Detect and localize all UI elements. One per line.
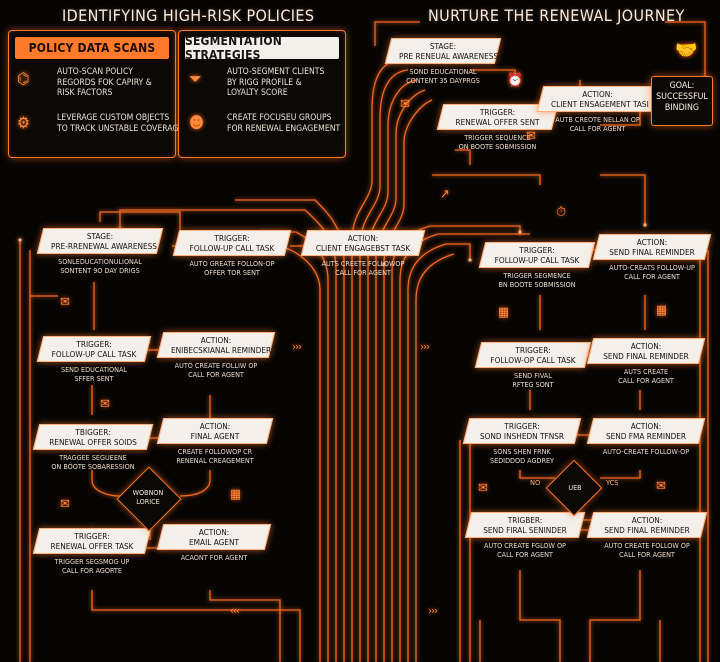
node-head: ACTION: SEND FINAL REMINDER: [609, 237, 695, 257]
mail-icon-2: ✉: [100, 397, 110, 412]
node-head: ACTION: EMAIL AGENT: [189, 527, 239, 547]
node-left-trigger[interactable]: TRIGGER: FOLLOW-UP CALL TASK AUTO GREATE…: [172, 230, 292, 277]
node-head: TRIGGER: FOLLOW-UP CALL TASK: [51, 339, 137, 359]
node-left-trigger-4[interactable]: TRIGGER: RENEWAL OFFER TASK TRIGGER SEGS…: [32, 528, 152, 575]
node-head: ACTION: SEND FINAL REMINDER: [604, 515, 690, 535]
calendar-icon-3: ▦: [230, 487, 242, 502]
policy-data-scans-header: POLICY DATA SCANS: [15, 37, 169, 59]
calendar-icon-2: ▦: [656, 303, 668, 318]
node-right-trigger-4[interactable]: TRIGBER: SEND FIRAL SENINDER AUTO CREATE…: [464, 512, 586, 559]
node-body: AUTS CREETE FOLLOWOP CALL FOR AGENT: [321, 259, 405, 277]
node-top-stage[interactable]: STAGE: PRE RENEUAL AWARENESS SOND EDUCAT…: [384, 38, 502, 85]
node-body: SEND FIVAL RFTEG SONT: [512, 371, 554, 389]
node-body: TRIGGER SEGMENCE BN BOOTE SOBMISSION: [498, 271, 576, 289]
node-head: ACTION: SEND FMA REMINDER: [605, 421, 687, 441]
node-right-trigger-3[interactable]: TRIGGER: SOND INSHEDN TFNSR SONS SHEN FR…: [462, 418, 582, 465]
node-body: AUTO CREATE FOLLIW OP CALL FOR AGENT: [174, 361, 258, 379]
node-left-action[interactable]: ACTION: CLIENT ENGAGEBST TASK AUTS CREET…: [300, 230, 426, 277]
node-body: SEND EDUCATIONAL SFFER SENT: [60, 365, 128, 383]
node-head: STAGE: PRE-RRENEWAL AWARENESS: [51, 231, 157, 251]
node-body: AUTS CREATE CALL FOR AGENT: [618, 367, 674, 385]
node-body: AUTB CREOTE NELLAN OP CALL FOR AGENT: [555, 115, 640, 133]
policy-data-scans-panel: POLICY DATA SCANS ⌬ AUTO-SCAN POLICY REG…: [8, 30, 183, 158]
node-left-action-3[interactable]: ACTION: FINAL AGENT CREATE FOLLOWOP CR R…: [156, 418, 274, 465]
node-body: AUTO CREATE FOLLOW OP CALL FOR AGENT: [604, 541, 690, 559]
node-right-action-4[interactable]: ACTION: SEND FINAL REMINDER AUTO CREATE …: [586, 512, 708, 559]
handshake-icon: 🤝: [675, 40, 698, 61]
funnel-icon: ⏷: [189, 69, 202, 88]
node-left-action-4[interactable]: ACTION: EMAIL AGENT ACAONT FOR AGENT: [156, 524, 272, 562]
node-body: ACAONT FOR AGENT: [180, 553, 248, 562]
node-head: ACTION: SEND FINAL REMINDER: [603, 341, 689, 361]
node-body: SONLEDUCATIONULIONAL SONTENT 9O DAY DRIG…: [58, 257, 142, 275]
chevron-right-icon: ›››: [292, 340, 302, 353]
node-head: TRIGGER: SOND INSHEDN TFNSR: [479, 421, 565, 441]
node-body: TRAGGEE SEGUEENE ON BOOTE SOBARESSION: [51, 453, 135, 471]
node-head: ACTION: CLIENT ENSAGEMENT TASI: [551, 89, 649, 109]
stopwatch-icon: ⏱: [556, 205, 567, 220]
chevron-right-icon: ›››: [428, 604, 438, 617]
chevron-left-icon: ‹‹‹: [230, 604, 240, 617]
node-head: TRIGGER: RENEWAL OFFER SENT: [455, 107, 540, 127]
left-title: IDENTIFYING HIGH-RISK POLICIES: [62, 6, 315, 25]
node-top-action[interactable]: ACTION: CLIENT ENSAGEMENT TASI AUTB CREO…: [536, 86, 659, 133]
node-body: TRIGGER SEQUENCE ON BOOTE SOBMISSION: [458, 133, 537, 151]
decision-no-label: NO: [530, 478, 541, 487]
node-body: SONS SHEN FRNK SEDIDDOD AGDREY: [490, 447, 554, 465]
node-body: CREATE FOLLOWOP CR RENENAL CREAGEMENT: [176, 447, 254, 465]
chevron-right-icon: ›››: [420, 340, 430, 353]
segmentation-header: SEGMENTATION STRATEGIES: [185, 34, 339, 62]
mail-icon-5: ✉: [656, 479, 666, 494]
chat-icon: ✉: [526, 129, 536, 144]
node-right-action-1[interactable]: ACTION: SEND FINAL REMINDER AUTO-CREATS …: [592, 234, 712, 281]
node-head: TRIGGER: FOLLOW-OP CALL TASK: [490, 345, 576, 365]
node-left-trigger-2[interactable]: TRIGGER: FOLLOW-UP CALL TASK SEND EDUCAT…: [36, 336, 152, 383]
node-head: ACTION: CLIENT ENGAGEBST TASK: [315, 233, 411, 253]
data-scan-icon: ⌬: [17, 69, 30, 88]
goal-box: GOAL: SUCCESSFUL BINDING: [651, 76, 713, 126]
node-body: AUTO CREATE FGLOW OP CALL FOR AGENT: [484, 541, 566, 559]
policy-scan-line-2: LEVERAGE CUSTOM OBJECTS TO TRACK UNSTABL…: [57, 113, 184, 134]
alarm-clock-icon: ⏰: [507, 73, 524, 88]
right-title: NURTURE THE RENEWAL JOURNEY: [428, 6, 685, 25]
node-top-trigger[interactable]: TRIGGER: RENEWAL OFFER SENT TRIGGER SEQU…: [436, 104, 559, 151]
segmentation-line-2: CREATE FOCUSEU GROUPS FOR RENEWAL ENGAGE…: [227, 113, 341, 134]
node-right-trigger-1[interactable]: TRIGGER: FOLLOW-UP CALL TASK TRIGGER SEG…: [478, 242, 596, 289]
node-head: STAGE: PRE RENEUAL AWARENESS: [399, 41, 499, 61]
node-right-action-2[interactable]: ACTION: SEND FINAL REMINDER AUTS CREATE …: [586, 338, 706, 385]
envelope-open-icon: ✉: [60, 295, 70, 310]
user-gear-icon: ☻: [189, 113, 205, 132]
node-head: ACTION: ENIBECSKIANAL REMINDER: [171, 335, 272, 355]
segmentation-strategies-panel: SEGMENTATION STRATEGIES ⏷ AUTO-SEGMENT C…: [178, 30, 346, 158]
node-head: TRIGGER: RENEWAL OFFER TASK: [50, 531, 134, 551]
node-body: AUTO-CREATS FOLLOW-UP CALL FOR AGENT: [609, 263, 695, 281]
decision-right-label: UEB: [568, 483, 582, 492]
node-body: SOND EDUCATIONAL CONTENT 35 DAYPRGS: [406, 67, 480, 85]
mail-icon-3: ✉: [60, 497, 70, 512]
node-right-trigger-2[interactable]: TRIGGER: FOLLOW-OP CALL TASK SEND FIVAL …: [474, 342, 592, 389]
chart-icon: ↗: [440, 187, 450, 202]
node-body: TRIGGER SEGSMOG UP CALL FOR AGORTE: [54, 557, 130, 575]
node-head: TRIGGER: FOLLOW-UP CALL TASK: [189, 233, 275, 253]
node-head: TRIGGER: FOLLOW-UP CALL TASK: [494, 245, 580, 265]
node-body: AUTO-CREATE FOLLOW-OP: [602, 447, 690, 456]
node-head: TRIGBER: SEND FIRAL SENINDER: [483, 515, 567, 535]
node-left-trigger-3[interactable]: TBIGGER: RENEWAL OFFER SOIDS TRAGGEE SEG…: [32, 424, 154, 471]
decision-yes-label: YCS: [606, 478, 619, 487]
node-head: TBIGGER: RENEWAL OFFER SOIDS: [49, 427, 137, 447]
mail-icon: ✉: [400, 97, 410, 112]
node-left-action-2[interactable]: ACTION: ENIBECSKIANAL REMINDER AUTO CREA…: [156, 332, 276, 379]
gears-icon: ⚙: [17, 113, 30, 132]
node-left-stage[interactable]: STAGE: PRE-RRENEWAL AWARENESS SONLEDUCAT…: [36, 228, 164, 275]
node-right-action-3[interactable]: ACTION: SEND FMA REMINDER AUTO-CREATE FO…: [586, 418, 706, 456]
node-head: ACTION: FINAL AGENT: [190, 421, 240, 441]
decision-left-label: WOBNON LORICE: [132, 488, 164, 506]
segmentation-line-1: AUTO-SEGMENT CLIENTS BY RIGG PROFILE & L…: [227, 67, 325, 98]
mail-icon-4: ✉: [478, 481, 488, 496]
node-body: AUTO GREATE FOLLON-OP OFFER TOR SENT: [189, 259, 275, 277]
policy-scan-line-1: AUTO-SCAN POLICY REGORDS FOK CAPIRY & RI…: [57, 67, 152, 98]
calendar-icon: ▦: [498, 305, 510, 320]
